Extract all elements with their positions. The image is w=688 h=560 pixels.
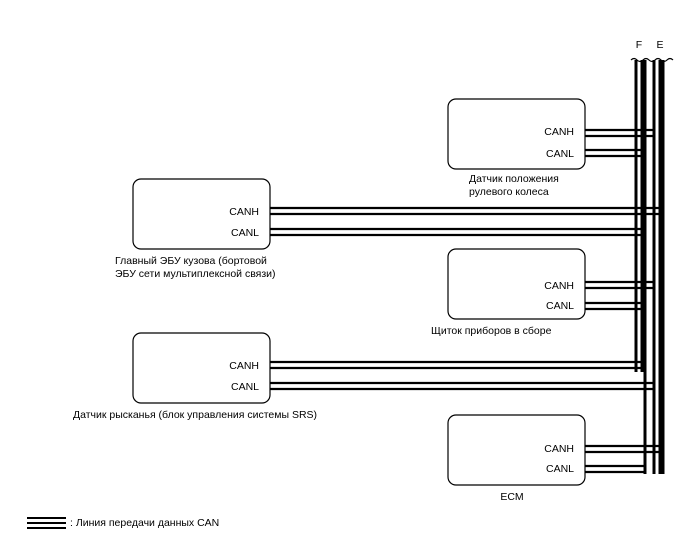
meter-canh: CANH	[544, 280, 574, 292]
wire-ecm	[585, 444, 663, 474]
body-ecu-caption-2: ЭБУ сети мультиплексной связи)	[115, 268, 276, 280]
body-ecu-caption-1: Главный ЭБУ кузова (бортовой	[115, 255, 267, 267]
trunk-e	[652, 60, 665, 474]
steering-canh: CANH	[544, 126, 574, 138]
meter-canl: CANL	[546, 300, 574, 312]
ecm-canl: CANL	[546, 463, 574, 475]
trunk-f	[634, 60, 647, 474]
can-wiring	[270, 57, 674, 474]
module-ecm: CANH CANL ECM	[447, 414, 586, 503]
yaw-caption: Датчик рысканья (блок управления системы…	[73, 409, 317, 421]
wire-yaw-sensor	[270, 360, 654, 391]
body-ecu-canh: CANH	[229, 206, 259, 218]
meter-caption: Щиток приборов в сборе	[431, 325, 552, 337]
yaw-canh: CANH	[229, 360, 259, 372]
wire-combination-meter	[585, 280, 654, 311]
module-yaw-sensor: CANH CANL Датчик рысканья (блок управлен…	[73, 332, 317, 421]
legend: : Линия передачи данных CAN	[27, 517, 219, 529]
steering-canl: CANL	[546, 148, 574, 160]
module-steering-sensor: CANH CANL Датчик положения рулевого коле…	[447, 98, 586, 198]
body-ecu-canl: CANL	[231, 227, 259, 239]
ecm-canh: CANH	[544, 443, 574, 455]
steering-caption-1: Датчик положения	[469, 173, 559, 185]
wire-steering	[585, 128, 654, 158]
module-combination-meter: CANH CANL Щиток приборов в сборе	[431, 248, 586, 337]
legend-line-symbol	[27, 517, 66, 529]
bus-label-e: E	[656, 39, 663, 51]
module-body-ecu: CANH CANL Главный ЭБУ кузова (бортовой Э…	[115, 178, 276, 280]
legend-text: : Линия передачи данных CAN	[70, 517, 219, 529]
yaw-canl: CANL	[231, 381, 259, 393]
steering-caption-2: рулевого колеса	[469, 186, 549, 198]
ecm-caption: ECM	[500, 491, 523, 503]
bus-label-f: F	[636, 39, 642, 51]
wire-body-ecu	[270, 206, 660, 237]
